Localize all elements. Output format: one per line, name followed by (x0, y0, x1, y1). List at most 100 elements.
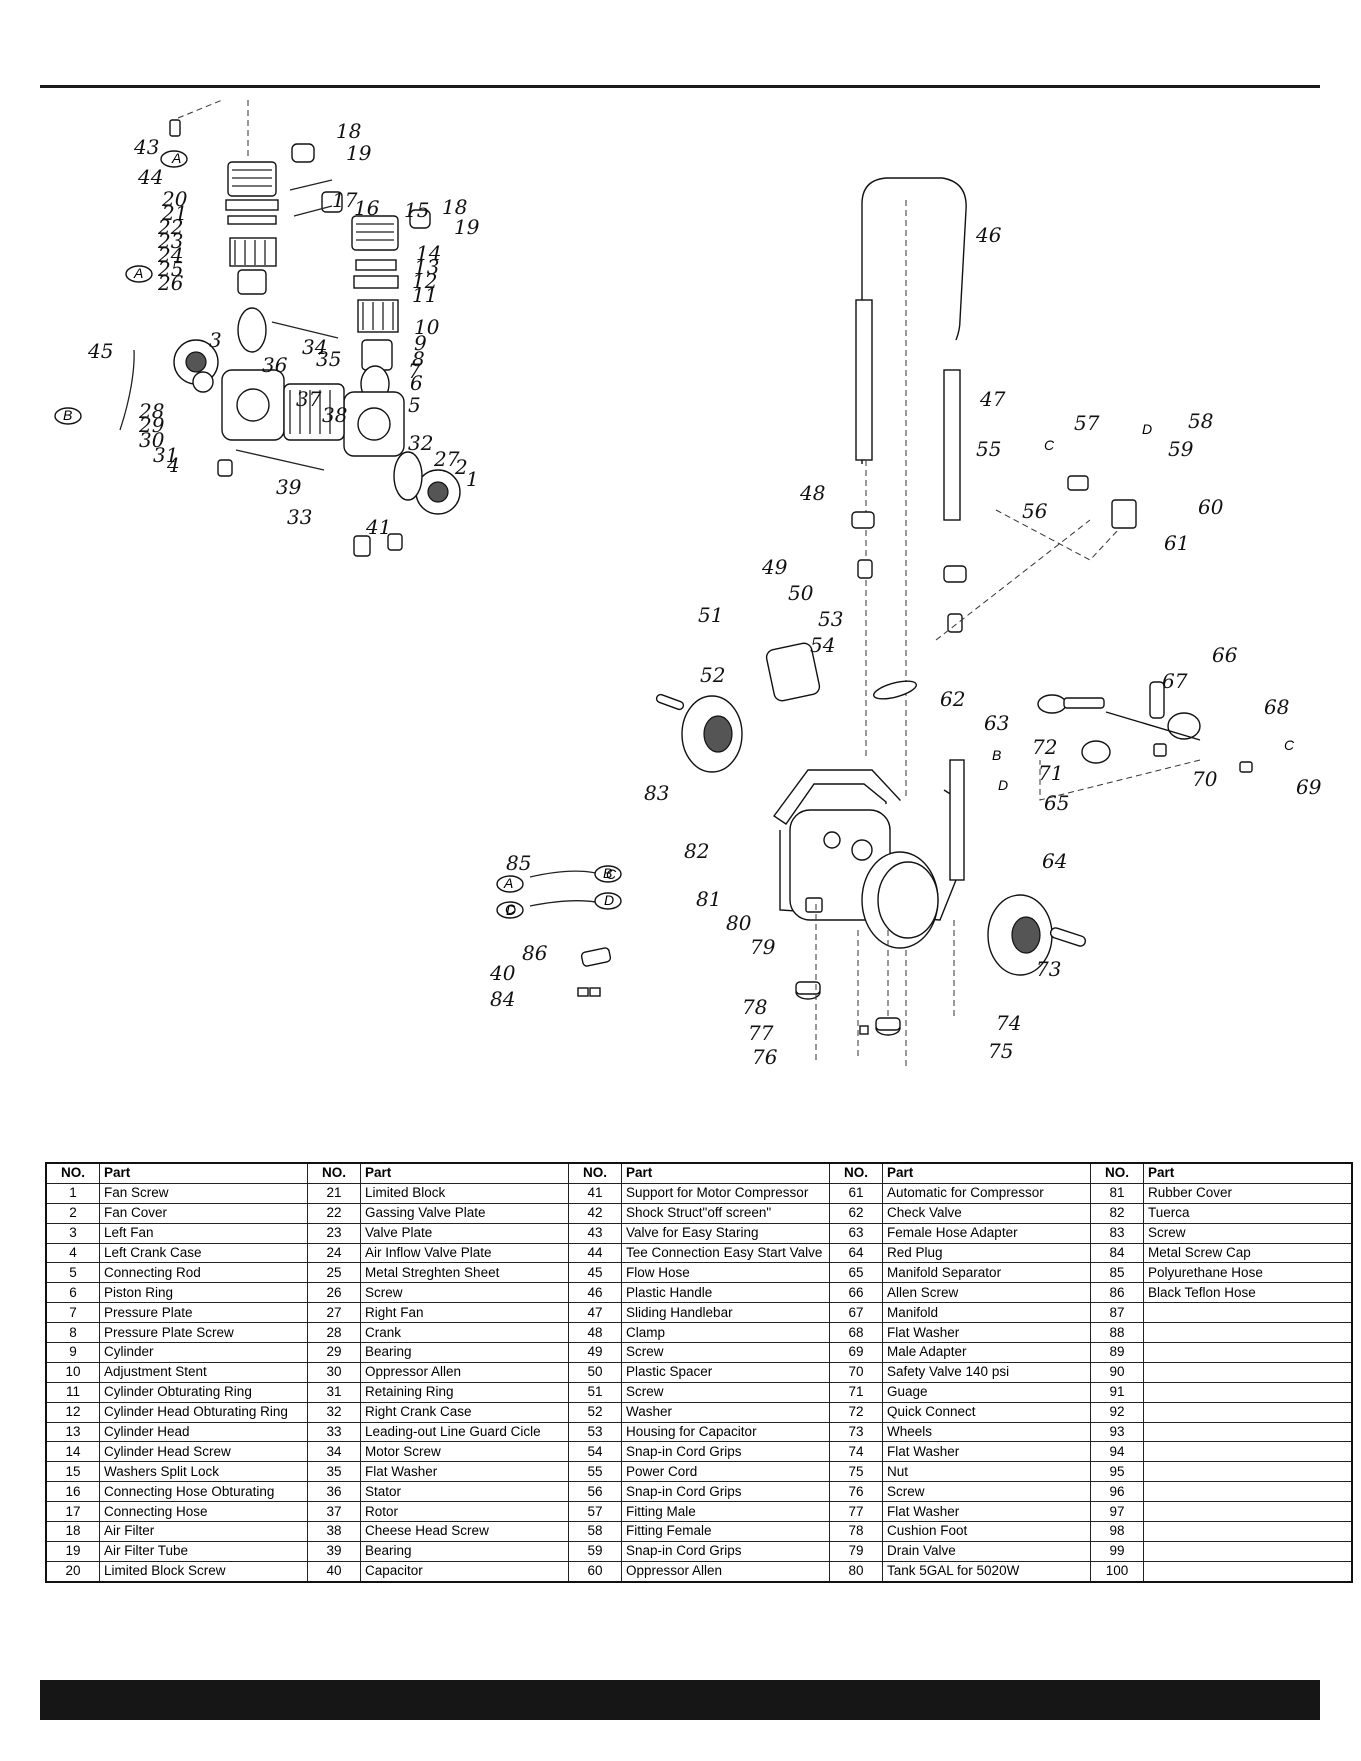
callout: 61 (1164, 531, 1189, 555)
callout: 44 (137, 165, 163, 189)
callout: 18 (336, 119, 361, 143)
part-name-cell: Support for Motor Compressor (621, 1182, 830, 1204)
callout: 62 (940, 687, 965, 711)
part-name-cell (1143, 1481, 1353, 1503)
part-number-cell: 67 (829, 1302, 883, 1324)
letter-tag: B (992, 747, 1001, 763)
part-number-cell: 55 (568, 1461, 622, 1483)
table-header-row: NO. Part NO. Part NO. Part NO. Part NO. … (45, 1162, 1353, 1184)
letter-tag: A (171, 150, 181, 166)
part-name-cell: Safety Valve 140 psi (882, 1361, 1091, 1383)
callout: 2 (454, 455, 468, 479)
part-name-cell: Drain Valve (882, 1540, 1091, 1562)
part-name-cell: Quick Connect (882, 1401, 1091, 1423)
part-number-cell: 99 (1090, 1540, 1144, 1562)
part-number-cell: 50 (568, 1361, 622, 1383)
part-number-cell: 8 (45, 1322, 100, 1344)
part-name-cell: Limited Block Screw (99, 1560, 308, 1583)
part-name-cell: Screw (621, 1381, 830, 1403)
callout: 63 (984, 711, 1009, 735)
callout: 47 (979, 387, 1006, 411)
part-number-cell: 87 (1090, 1302, 1144, 1324)
part-number-cell: 74 (829, 1441, 883, 1463)
callout: 34 (302, 335, 327, 359)
callout: 21 (161, 201, 187, 225)
part-number-cell: 53 (568, 1421, 622, 1443)
part-number-cell: 45 (568, 1262, 622, 1284)
part-number-cell: 33 (307, 1421, 361, 1443)
callout: 79 (750, 935, 776, 959)
callout: 18 (442, 195, 467, 219)
part-name-cell: Washer (621, 1401, 830, 1423)
connection-letters: A A A B B B C C C C D D D D (63, 150, 1295, 918)
part-number-cell: 81 (1090, 1182, 1144, 1204)
part-name-cell: Polyurethane Hose (1143, 1262, 1353, 1284)
part-name-cell (1143, 1302, 1353, 1324)
part-name-cell: Air Filter Tube (99, 1540, 308, 1562)
letter-tag: A (133, 265, 143, 281)
col-header-part: Part (621, 1162, 830, 1184)
callout: 24 (157, 243, 183, 267)
part-number-cell: 22 (307, 1202, 361, 1224)
callout: 26 (157, 271, 184, 295)
part-number-cell: 42 (568, 1202, 622, 1224)
callout: 45 (87, 339, 113, 363)
part-number-cell: 93 (1090, 1421, 1144, 1443)
part-name-cell: Connecting Rod (99, 1262, 308, 1284)
callout: 12 (412, 269, 437, 293)
part-number-cell: 32 (307, 1401, 361, 1423)
part-name-cell: Fitting Male (621, 1501, 830, 1523)
part-number-cell: 60 (568, 1560, 622, 1583)
callout: 4 (166, 453, 180, 477)
part-number-cell: 47 (568, 1302, 622, 1324)
part-name-cell: Flat Washer (882, 1501, 1091, 1523)
callout: 80 (726, 911, 752, 935)
part-name-cell: Allen Screw (882, 1282, 1091, 1304)
callout: 10 (414, 315, 440, 339)
part-name-cell: Screw (360, 1282, 569, 1304)
part-name-cell (1143, 1441, 1353, 1463)
part-name-cell: Housing for Capacitor (621, 1421, 830, 1443)
part-name-cell (1143, 1401, 1353, 1423)
part-number-cell: 64 (829, 1242, 883, 1264)
part-number-cell: 30 (307, 1361, 361, 1383)
callout-labels: 1 2 3 4 5 6 7 8 9 10 11 12 13 14 15 16 1… (87, 119, 1322, 1069)
exploded-parts-diagram: 1 2 3 4 5 6 7 8 9 10 11 12 13 14 15 16 1… (0, 100, 1361, 1100)
part-name-cell: Motor Screw (360, 1441, 569, 1463)
part-number-cell: 80 (829, 1560, 883, 1583)
part-name-cell: Tank 5GAL for 5020W (882, 1560, 1091, 1583)
part-number-cell: 3 (45, 1222, 100, 1244)
part-number-cell: 79 (829, 1540, 883, 1562)
part-name-cell: Capacitor (360, 1560, 569, 1583)
letter-tag: D (506, 902, 516, 918)
part-name-cell: Snap-in Cord Grips (621, 1540, 830, 1562)
part-number-cell: 54 (568, 1441, 622, 1463)
part-name-cell: Plastic Spacer (621, 1361, 830, 1383)
part-name-cell: Bearing (360, 1342, 569, 1363)
part-number-cell: 70 (829, 1361, 883, 1383)
part-number-cell: 37 (307, 1501, 361, 1523)
part-number-cell: 16 (45, 1481, 100, 1503)
callout: 56 (1022, 499, 1048, 523)
part-name-cell: Oppressor Allen (360, 1361, 569, 1383)
part-name-cell: Leading-out Line Guard Cicle (360, 1421, 569, 1443)
letter-tag: D (998, 777, 1008, 793)
col-header-no: NO. (829, 1162, 883, 1184)
part-number-cell: 11 (45, 1381, 100, 1403)
part-name-cell (1143, 1381, 1353, 1403)
callout: 19 (454, 215, 480, 239)
part-number-cell: 71 (829, 1381, 883, 1403)
part-number-cell: 1 (45, 1182, 100, 1204)
part-name-cell: Automatic for Compressor (882, 1182, 1091, 1204)
callout: 27 (433, 447, 460, 471)
part-number-cell: 94 (1090, 1441, 1144, 1463)
